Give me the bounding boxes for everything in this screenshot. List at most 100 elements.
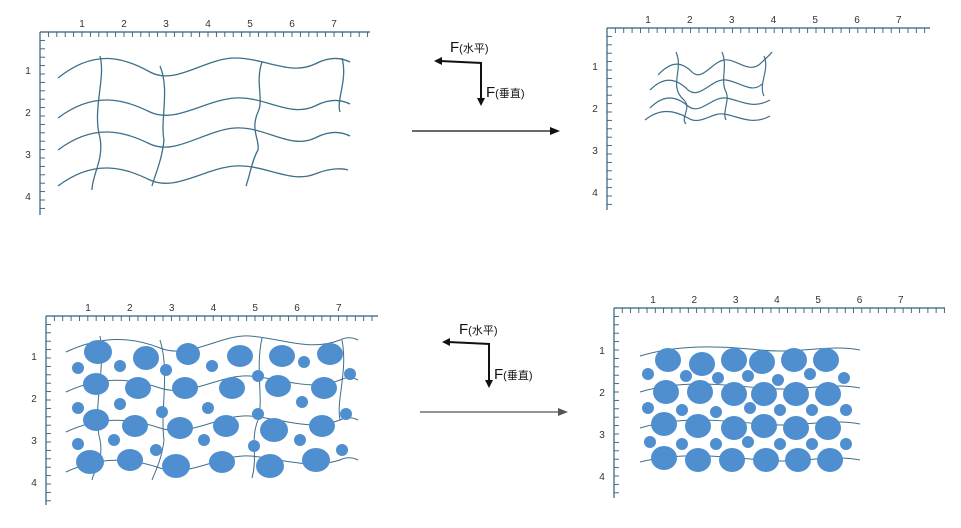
x-tick-label: 6 xyxy=(294,303,300,314)
particle xyxy=(309,415,335,437)
particle xyxy=(160,364,172,376)
x-tick-label: 7 xyxy=(331,19,337,30)
compressed-fiber-network xyxy=(644,51,773,125)
y-tick-label: 4 xyxy=(592,188,598,199)
x-tick-label: 7 xyxy=(336,303,342,314)
x-tick-label: 7 xyxy=(898,295,904,306)
particle xyxy=(227,345,253,367)
y-tick-label: 1 xyxy=(599,346,605,357)
horizontal-force-arrow xyxy=(439,60,483,64)
particle xyxy=(685,414,711,438)
y-tick-label: 3 xyxy=(592,146,598,157)
particle xyxy=(744,402,756,414)
x-tick-label: 1 xyxy=(79,19,85,30)
particle xyxy=(774,438,786,450)
particle xyxy=(806,404,818,416)
particle xyxy=(133,346,159,370)
y-tick-label: 2 xyxy=(592,104,598,115)
y-tick-label: 3 xyxy=(25,150,31,161)
particle xyxy=(710,438,722,450)
particle xyxy=(642,402,654,414)
particle xyxy=(753,448,779,472)
x-tick-label: 5 xyxy=(252,303,258,314)
x-tick-label: 1 xyxy=(650,295,656,306)
x-tick-label: 3 xyxy=(729,15,735,26)
particle xyxy=(336,444,348,456)
y-tick-label: 2 xyxy=(25,108,31,119)
x-tick-label: 5 xyxy=(815,295,821,306)
particle xyxy=(742,370,754,382)
particle xyxy=(252,370,264,382)
particle xyxy=(167,417,193,439)
particle xyxy=(772,374,784,386)
y-tick-label: 4 xyxy=(599,472,605,483)
particle xyxy=(840,438,852,450)
particle xyxy=(260,418,288,442)
y-tick-label: 3 xyxy=(31,436,37,447)
particle xyxy=(749,350,775,374)
x-tick-label: 5 xyxy=(812,15,818,26)
particle xyxy=(655,348,681,372)
x-tick-label: 2 xyxy=(127,303,133,314)
particle xyxy=(721,416,747,440)
x-tick-label: 6 xyxy=(857,295,863,306)
particle xyxy=(114,398,126,410)
x-tick-label: 6 xyxy=(854,15,860,26)
x-tick-label: 2 xyxy=(687,15,693,26)
x-tick-label: 4 xyxy=(205,19,211,30)
horizontal-force-arrowhead xyxy=(442,338,450,346)
x-tick-label: 3 xyxy=(733,295,739,306)
y-tick-label: 2 xyxy=(599,388,605,399)
particle xyxy=(108,434,120,446)
particle xyxy=(680,370,692,382)
particle xyxy=(751,414,777,438)
particle xyxy=(209,451,235,473)
y-tick-label: 1 xyxy=(31,352,37,363)
particle xyxy=(162,454,190,478)
y-tick-label: 4 xyxy=(31,478,37,489)
particle xyxy=(125,377,151,399)
particle xyxy=(742,436,754,448)
particle xyxy=(72,402,84,414)
particle xyxy=(785,448,811,472)
particle xyxy=(783,416,809,440)
particle xyxy=(72,438,84,450)
force-indicator-bottom: F(水平) F(垂直) xyxy=(442,321,533,388)
horizontal-force-label: F(水平) xyxy=(459,321,498,338)
particle xyxy=(840,404,852,416)
x-tick-label: 5 xyxy=(247,19,253,30)
particle xyxy=(252,408,264,420)
y-tick-label: 1 xyxy=(592,62,598,73)
horizontal-force-arrowhead xyxy=(434,57,442,65)
particle xyxy=(815,416,841,440)
particle xyxy=(838,372,850,384)
particle xyxy=(296,396,308,408)
particle xyxy=(294,434,306,446)
particle xyxy=(269,345,295,367)
particle xyxy=(156,406,168,418)
particle xyxy=(653,380,679,404)
fiber-network xyxy=(57,55,351,191)
y-tick-label: 2 xyxy=(31,394,37,405)
transition-arrow-top xyxy=(412,127,560,135)
y-tick-label: 3 xyxy=(599,430,605,441)
particle xyxy=(721,348,747,372)
transition-arrow-bottom xyxy=(420,408,568,416)
particle xyxy=(150,444,162,456)
x-tick-label: 4 xyxy=(774,295,780,306)
horizontal-force-label: F(水平) xyxy=(450,39,489,56)
x-tick-label: 6 xyxy=(289,19,295,30)
particle xyxy=(712,372,724,384)
particle-cluster xyxy=(642,348,852,472)
particle xyxy=(340,408,352,420)
vertical-force-arrowhead xyxy=(485,380,493,388)
particle xyxy=(302,448,330,472)
particle xyxy=(781,348,807,372)
particle xyxy=(317,343,343,365)
particle xyxy=(114,360,126,372)
